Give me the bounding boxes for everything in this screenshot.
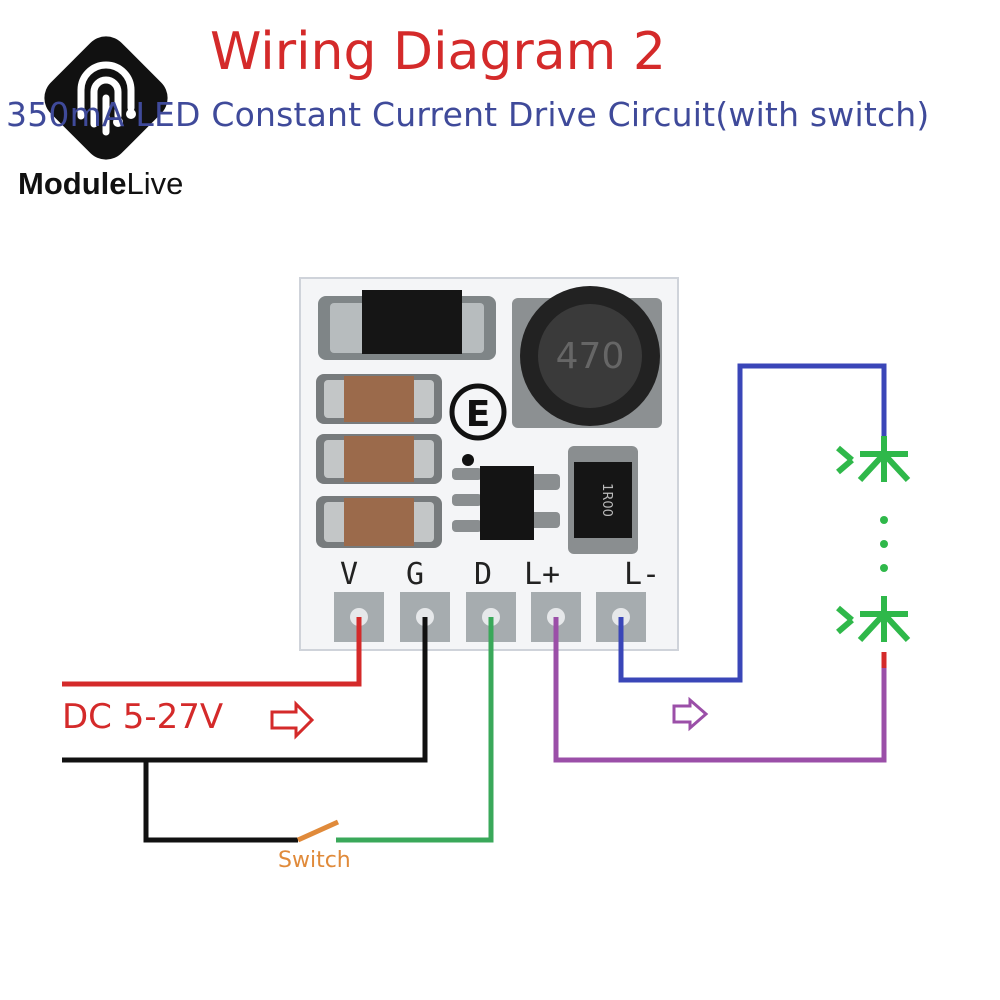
switch-ground-wire (143, 760, 298, 843)
led-plus-wire (553, 617, 887, 763)
brand-logo: ModuleLive (14, 18, 204, 208)
capacitor-3 (316, 496, 442, 548)
pin-label-g: G (406, 557, 424, 592)
arrow-right-icon (672, 696, 709, 732)
pin-label-l-plus: L+ (524, 557, 560, 592)
capacitor-1 (316, 374, 442, 424)
arrow-right-icon (270, 700, 315, 740)
led-icon (836, 436, 911, 483)
svg-text:E: E (466, 394, 491, 435)
capacitor-2 (316, 434, 442, 484)
brand-name: ModuleLive (18, 166, 184, 201)
led-minus-wire (618, 363, 887, 683)
pin-label-v: V (340, 557, 358, 592)
ground-wire (62, 617, 428, 763)
led-driver-board: 470 E 1R00 V G D L+ L- (299, 277, 679, 651)
pin-label-d: D (474, 557, 492, 592)
diode-component (318, 290, 496, 360)
led-string (836, 436, 911, 643)
dim-wire (336, 617, 494, 843)
ce-mark: E (449, 383, 507, 441)
solder-pads (334, 592, 646, 642)
pin-label-l-minus: L- (624, 557, 660, 592)
modulelive-logo-icon (44, 36, 168, 160)
supply-voltage-label: DC 5-27V (62, 697, 224, 737)
page-title: Wiring Diagram 2 (210, 22, 666, 82)
switch-label: Switch (278, 848, 351, 873)
resistor-component: 1R00 (568, 446, 638, 554)
switch-icon (296, 819, 340, 843)
page-subtitle: 350mA LED Constant Current Drive Circuit… (6, 95, 930, 134)
inductor-component: 470 (512, 286, 662, 428)
ic-component (452, 454, 560, 540)
inductor-marking: 470 (556, 336, 625, 377)
resistor-marking: 1R00 (599, 483, 614, 517)
led-icon (836, 596, 911, 643)
positive-wire (62, 617, 362, 687)
